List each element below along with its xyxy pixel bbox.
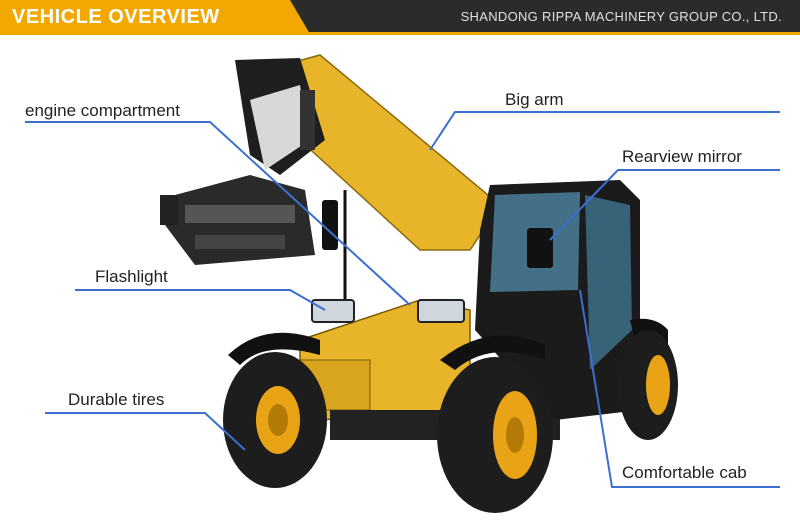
label-rearview-mirror: Rearview mirror	[622, 147, 742, 166]
leader-durable-tires	[45, 412, 246, 451]
title-badge	[0, 0, 310, 34]
label-engine-compartment: engine compartment	[25, 101, 180, 120]
header-stripe	[0, 32, 800, 35]
page-title: VEHICLE OVERVIEW	[12, 6, 220, 28]
label-comfortable-cab: Comfortable cab	[622, 463, 747, 482]
flashlight-left	[311, 299, 355, 323]
flashlight-right	[417, 299, 465, 323]
tire-front-left	[223, 352, 327, 488]
leader-big-arm	[429, 111, 780, 151]
company-name: SHANDONG RIPPA MACHINERY GROUP CO., LTD.	[460, 9, 782, 24]
label-big-arm: Big arm	[505, 90, 564, 109]
label-durable-tires: Durable tires	[68, 390, 165, 409]
big-arm	[235, 54, 501, 251]
leader-engine	[25, 121, 411, 306]
tire-rear-right	[618, 330, 678, 440]
fork-carriage	[160, 175, 315, 265]
chassis	[299, 299, 560, 440]
cab	[475, 180, 640, 420]
label-flashlight: Flashlight	[95, 267, 168, 286]
header-bar: VEHICLE OVERVIEW SHANDONG RIPPA MACHINER…	[0, 0, 800, 35]
leader-comfortable-cab	[579, 289, 780, 488]
rearview-mirror	[527, 228, 553, 268]
leader-flashlight	[75, 289, 326, 311]
leader-rearview-mirror	[549, 169, 780, 241]
tire-front-right	[437, 357, 553, 513]
